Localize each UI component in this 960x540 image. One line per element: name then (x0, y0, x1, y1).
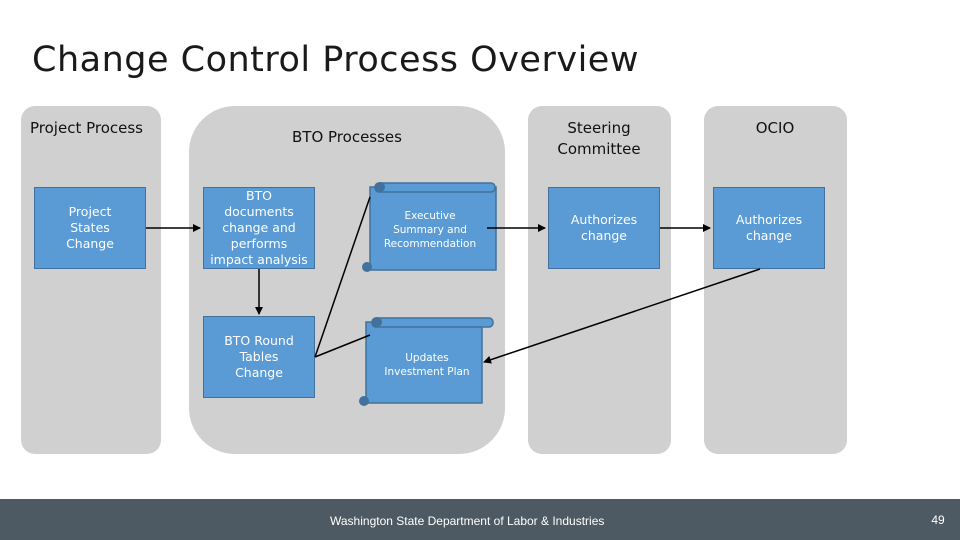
lane-label-project-process: Project Process (30, 119, 143, 137)
bto-documents-change-box: BTO documents change and performs impact… (203, 187, 315, 269)
steering-authorizes-box: Authorizes change (548, 187, 660, 269)
footer-bar (0, 499, 960, 540)
project-states-change-box: Project States Change (34, 187, 146, 269)
lane-label-bto-processes: BTO Processes (292, 128, 402, 146)
ocio-authorizes-box: Authorizes change (713, 187, 825, 269)
bto-round-tables-box: BTO Round Tables Change (203, 316, 315, 398)
updates-plan-text: Updates Investment Plan (384, 352, 470, 378)
lane-project-process (21, 106, 161, 454)
exec-summary-text: Executive Summary and Recommendation (383, 210, 477, 250)
page-title: Change Control Process Overview (32, 40, 639, 80)
lane-label-ocio: OCIO (755, 119, 795, 137)
lane-label-steering-committee: Steering Committee (557, 119, 641, 158)
page-number: 49 (931, 513, 945, 527)
exec-summary-scroll (362, 182, 497, 272)
connector-round-tables-to-updates (314, 334, 371, 358)
footer-organization: Washington State Department of Labor & I… (330, 514, 605, 528)
connector-round-tables-to-exec (314, 196, 371, 358)
connectors (146, 196, 761, 364)
lane-steering-committee (528, 106, 671, 454)
updates-plan-scroll (359, 317, 494, 406)
arrow-ocio-to-updates (483, 268, 761, 364)
